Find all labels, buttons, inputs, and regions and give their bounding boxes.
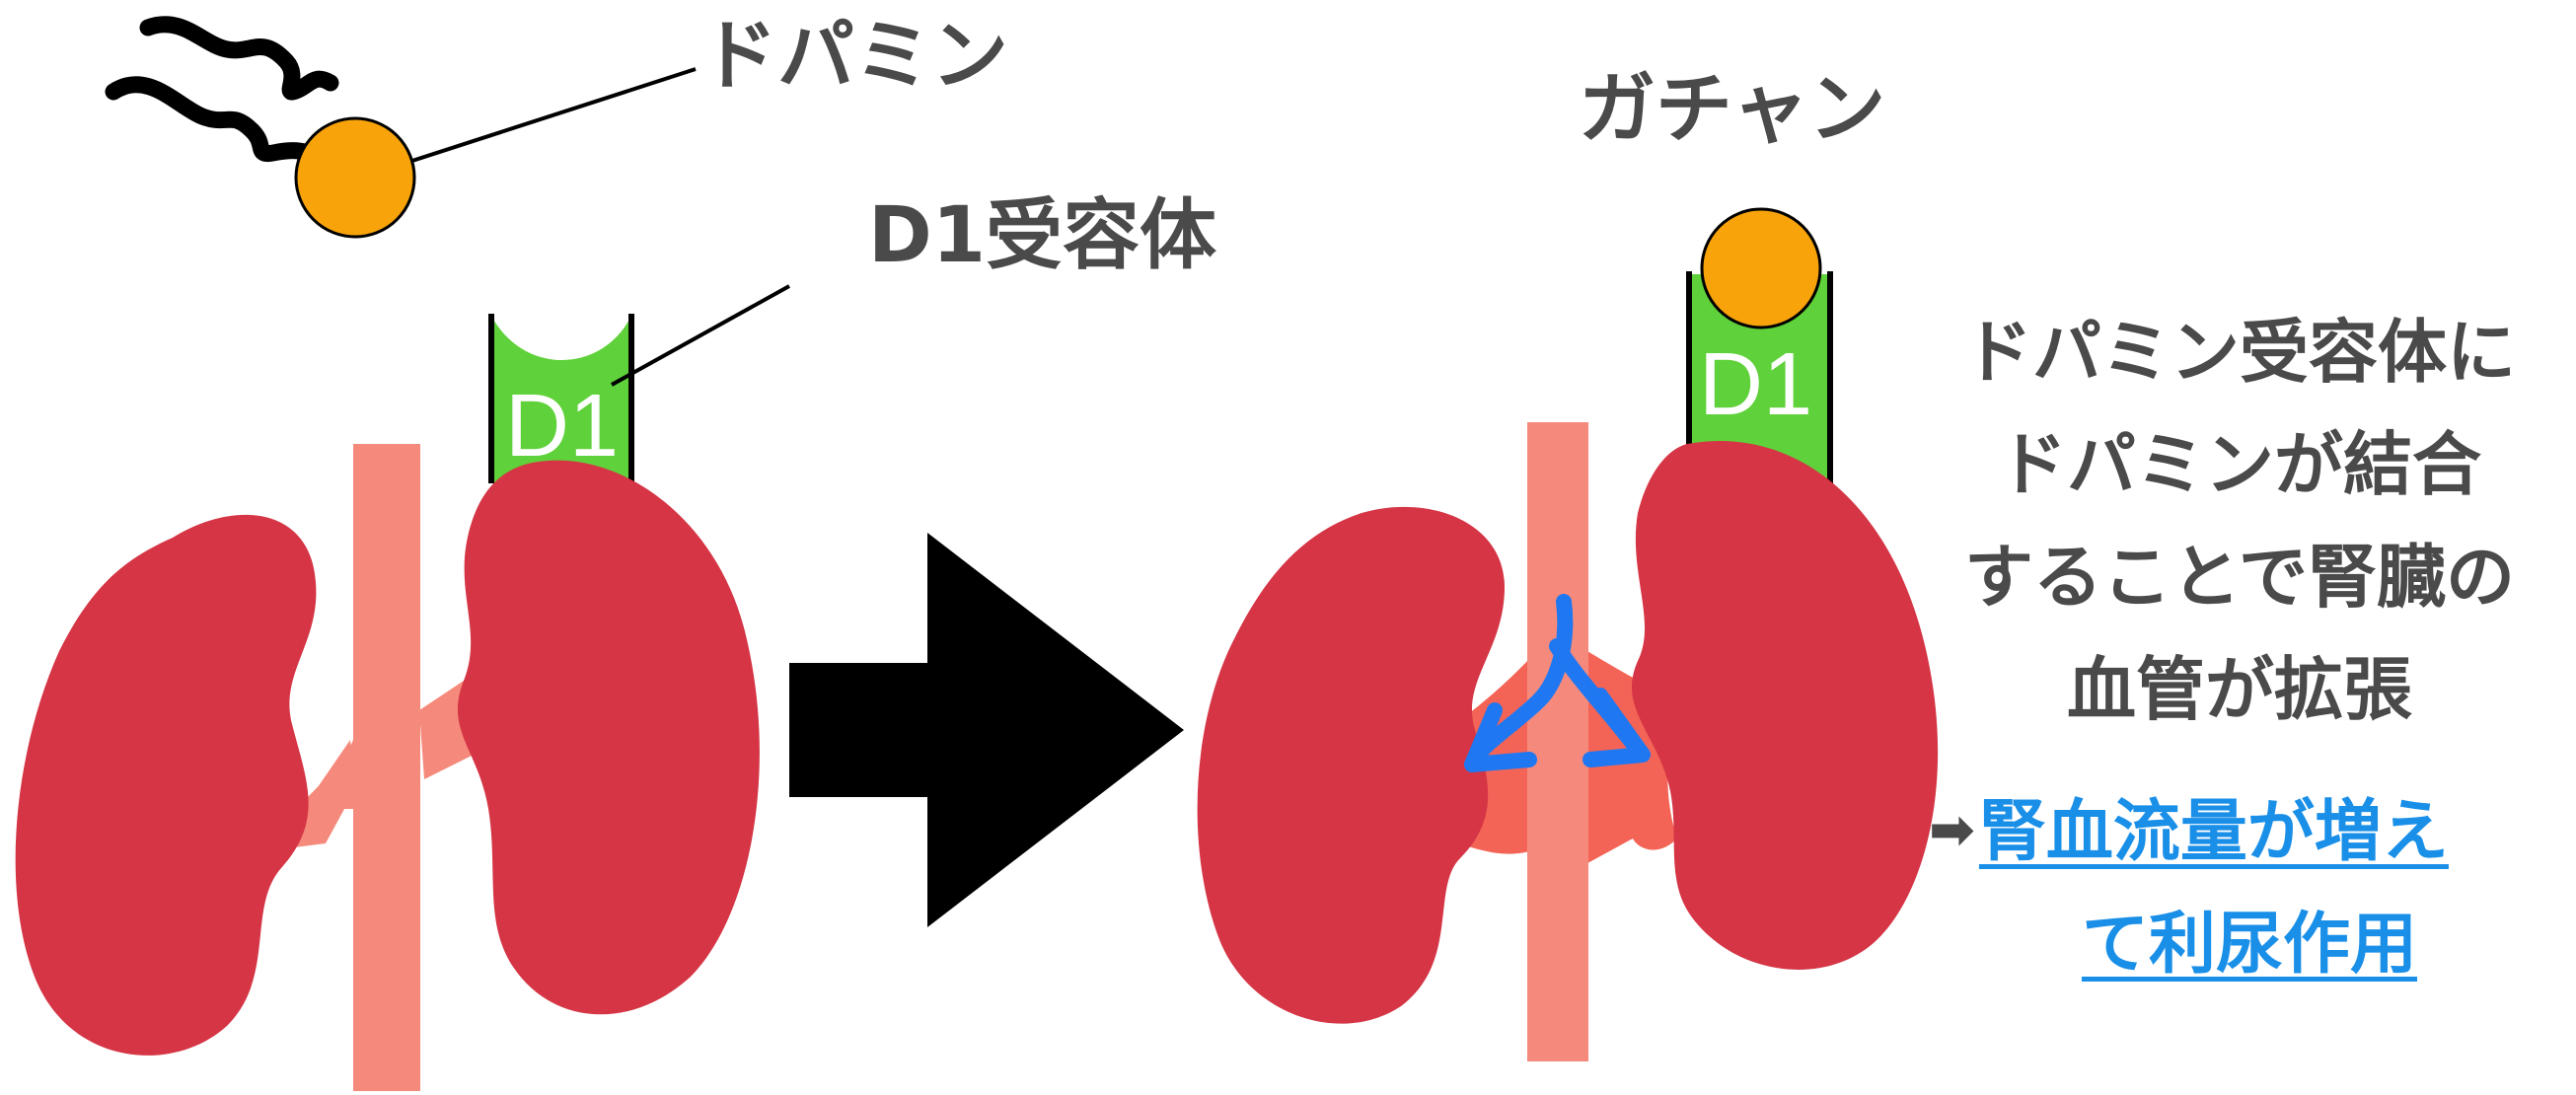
- left-d1-receptor: D1: [491, 314, 631, 483]
- conclusion-link-2[interactable]: て利尿作用: [2082, 906, 2417, 984]
- bound-dopamine-molecule: [1702, 209, 1820, 328]
- explanation-line: 血管が拡張: [1909, 633, 2570, 746]
- explanation-line: ドパミン受容体に: [1909, 296, 2570, 408]
- left-scene: D1: [16, 25, 789, 1091]
- explanation-line: することで腎臓の: [1909, 521, 2570, 633]
- dopamine-pointer-line: [385, 69, 696, 170]
- right-scene: D1: [1198, 209, 1939, 1061]
- right-vessel: [1527, 422, 1588, 1061]
- conclusion-text: ➡腎血流量が増え て利尿作用: [1929, 774, 2570, 1001]
- movement-squiggle-icon: [113, 25, 331, 168]
- conclusion-link-1[interactable]: 腎血流量が増え: [1979, 793, 2449, 871]
- conclusion-line-1: ➡腎血流量が増え: [1929, 774, 2570, 889]
- left-kidney-1: [16, 515, 317, 1056]
- dopamine-molecule: [296, 118, 414, 237]
- d1-receptor-label: D1受容体: [868, 197, 1216, 274]
- right-kidney-1: [1198, 507, 1505, 1024]
- left-vessel: [286, 444, 488, 1091]
- right-receptor-label: D1: [1699, 335, 1812, 434]
- conclusion-line-2: て利尿作用: [1929, 889, 2570, 1001]
- dopamine-label: ドパミン: [700, 18, 1008, 95]
- right-arrow-icon: [789, 533, 1184, 927]
- flow-arrow-icon: ➡: [1929, 798, 1975, 862]
- right-kidney-2: [1632, 441, 1938, 970]
- d1-receptor-pointer-line: [612, 286, 789, 385]
- left-kidney-2: [458, 461, 760, 1015]
- binding-sound-label: ガチャン: [1579, 71, 1885, 148]
- explanation-line: ドパミンが結合: [1909, 408, 2570, 521]
- explanation-text: ドパミン受容体に ドパミンが結合 することで腎臓の 血管が拡張: [1909, 296, 2570, 746]
